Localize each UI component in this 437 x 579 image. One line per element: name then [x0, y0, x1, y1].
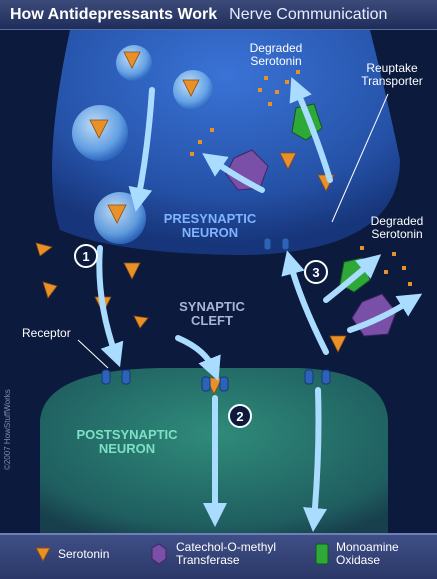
comt-icon — [151, 543, 167, 565]
flow-arrows — [96, 76, 423, 532]
legend-comt: Catechol-O-methyl Transferase — [148, 541, 286, 567]
reuptake-transporter-label: Reuptake Transporter — [361, 61, 423, 88]
legend-serotonin-label: Serotonin — [58, 546, 110, 561]
legend-mao-label: Monoamine Oxidase — [336, 540, 399, 567]
serotonin-icon — [35, 547, 51, 563]
mao-icon — [315, 543, 329, 565]
copyright-text: ©2007 HowStuffWorks — [3, 389, 12, 470]
legend: Serotonin Catechol-O-methyl Transferase … — [0, 533, 437, 579]
page-title: How Antidepressants Work — [10, 5, 218, 23]
title-bar: How Antidepressants Work Nerve Communica… — [0, 0, 437, 30]
receptor-pointer — [77, 339, 109, 369]
degraded-serotonin-label-top: Degraded Serotonin — [249, 41, 303, 68]
step-2-badge: 2 — [228, 404, 252, 428]
receptor-label: Receptor — [22, 326, 71, 340]
step-3-badge: 3 — [304, 260, 328, 284]
receptors — [101, 237, 331, 392]
reuptake-pointer — [331, 93, 389, 223]
legend-mao: Monoamine Oxidase — [314, 541, 416, 567]
step-1-badge: 1 — [74, 244, 98, 268]
legend-comt-label: Catechol-O-methyl Transferase — [176, 540, 277, 567]
presynaptic-neuron-label: PRESYNAPTIC NEURON — [163, 211, 257, 240]
postsynaptic-neuron-label: POSTSYNAPTIC NEURON — [76, 427, 178, 456]
page-subtitle: Nerve Communication — [229, 5, 388, 23]
legend-serotonin: Serotonin — [34, 545, 109, 563]
synaptic-cleft-label: SYNAPTIC CLEFT — [179, 299, 245, 328]
degraded-serotonin-label-right: Degraded Serotonin — [370, 214, 424, 241]
